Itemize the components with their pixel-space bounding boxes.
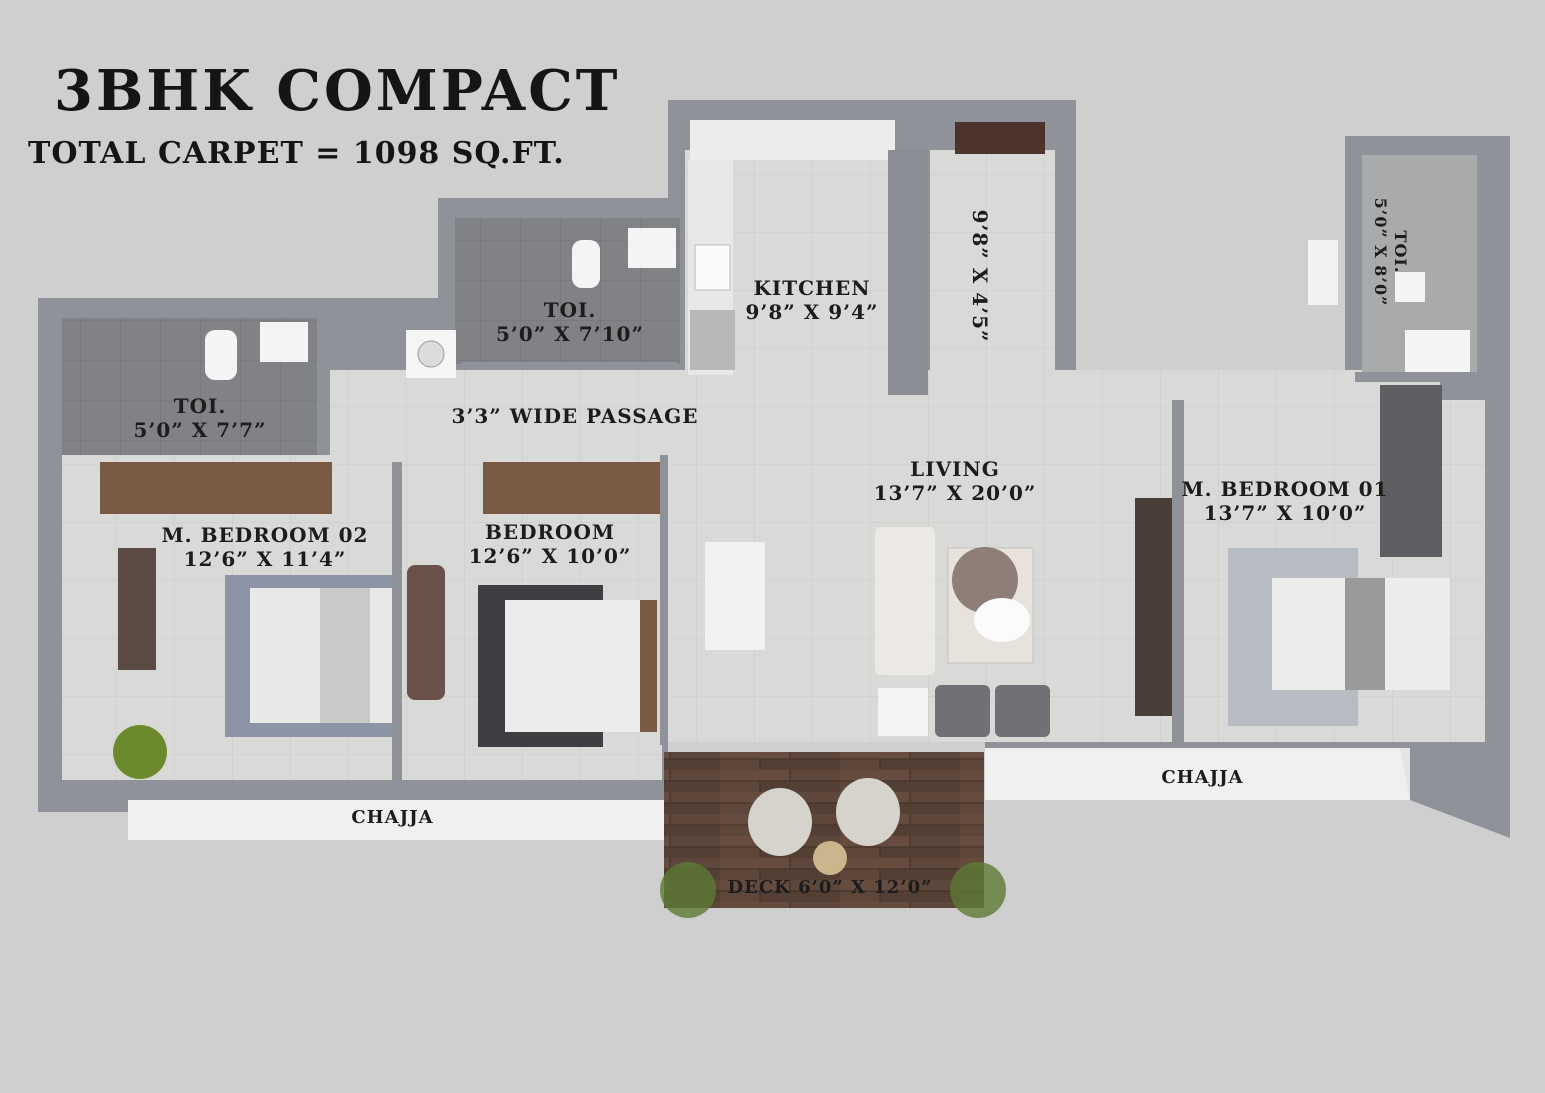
bed-mbr01-blanket (1345, 578, 1385, 690)
label-utility-size: 9’8” X 4’5” (968, 209, 992, 343)
label-passage: 3’3” WIDE PASSAGE (451, 404, 699, 428)
armchair-left (935, 685, 990, 737)
washing-machine-drum (417, 340, 445, 368)
bed-bedroom (505, 600, 657, 732)
label-living-name: LIVING (910, 457, 1000, 481)
wc-mbr02-toilet (205, 330, 237, 380)
label-toilet-kitchen-name: TOI. (543, 298, 597, 322)
side-table (974, 598, 1030, 642)
carpet-area-subtitle: TOTAL CARPET = 1098 SQ.FT. (28, 136, 565, 171)
deck-chair-left (748, 788, 812, 856)
label-toilet-mbr01-name: TOI. (1391, 230, 1410, 274)
label-toilet-mbr02-size: 5’0” X 7’7” (133, 418, 267, 442)
label-chajja-right: CHAJJA (1161, 767, 1244, 788)
label-kitchen: KITCHEN 9’8” X 9’4” (712, 276, 912, 324)
label-toilet-mbr01-size: 5’0” X 8’0” (1371, 197, 1390, 307)
label-mbr01: M. BEDROOM 01 13’7” X 10’0” (1180, 477, 1390, 525)
bed-mbr02-blanket (320, 588, 370, 723)
utility-floor (930, 150, 1055, 375)
label-deck: DECK 6’0” X 12’0” (727, 877, 933, 898)
passage-floor (330, 370, 670, 465)
label-mbr02-name: M. BEDROOM 02 (161, 523, 369, 547)
deck-chair-right (836, 778, 900, 846)
label-toilet-kitchen-size: 5’0” X 7’10” (496, 322, 644, 346)
plant-deck-left (660, 862, 716, 918)
fridge (690, 310, 735, 370)
chajja-right-slab (985, 748, 1410, 800)
wall-passage-top (318, 315, 438, 327)
plant-deck-right (950, 862, 1006, 918)
label-toilet-mbr02: TOI. 5’0” X 7’7” (100, 394, 300, 442)
basin-mbr01-toilet (1405, 330, 1470, 375)
deck-floor (664, 752, 984, 908)
plan-title: 3BHK COMPACT (54, 58, 621, 124)
armchair-right (995, 685, 1050, 737)
wall-living-bedroom (660, 455, 668, 745)
wardrobe-mbr02 (100, 462, 332, 514)
tv-unit-mbr02 (118, 548, 156, 670)
label-bedroom-name: BEDROOM (484, 520, 616, 544)
console-table (878, 688, 928, 736)
wardrobe-mbr01 (1380, 385, 1442, 557)
wall-toilet-mbr01-bottom (1355, 372, 1490, 382)
wardrobe-bedroom (483, 462, 660, 514)
label-mbr02: M. BEDROOM 02 12’6” X 11’4” (150, 523, 380, 571)
wall-mbr01-left (1172, 400, 1184, 742)
basin-kitchen-toilet (628, 228, 676, 268)
label-toilet-kitchen: TOI. 5’0” X 7’10” (470, 298, 670, 346)
bed-bedroom-headboard (640, 600, 657, 732)
label-bedroom: BEDROOM 12’6” X 10’0” (450, 520, 650, 568)
kitchen-door (955, 122, 1045, 154)
wall-toilet-kitchen-bottom (462, 362, 677, 370)
label-kitchen-size: 9’8” X 9’4” (745, 300, 879, 324)
label-living: LIVING 13’7” X 20’0” (855, 457, 1055, 505)
wc-mbr01-toilet (1395, 272, 1425, 302)
label-chajja-left: CHAJJA (351, 807, 434, 828)
label-toilet-mbr01: TOI. 5’0” X 8’0” (1370, 192, 1410, 312)
label-living-size: 13’7” X 20’0” (873, 481, 1037, 505)
basin-mbr02-toilet (260, 322, 308, 362)
kitchen-partition (888, 150, 928, 395)
label-mbr01-name: M. BEDROOM 01 (1181, 477, 1389, 501)
sofa (875, 527, 935, 675)
plant-mbr02 (113, 725, 167, 779)
label-mbr01-size: 13’7” X 10’0” (1203, 501, 1367, 525)
label-bedroom-size: 12’6” X 10’0” (468, 544, 632, 568)
window-block (1308, 240, 1338, 305)
study-desk-bedroom (407, 565, 445, 700)
wall-bedroom-divider (392, 462, 402, 780)
tv-unit-living (1135, 498, 1173, 716)
label-mbr02-size: 12’6” X 11’4” (183, 547, 347, 571)
label-kitchen-name: KITCHEN (753, 276, 871, 300)
kitchen-counter-top (690, 120, 895, 160)
label-toilet-mbr02-name: TOI. (173, 394, 227, 418)
kitchen-sink (694, 244, 731, 291)
coffee-table (952, 547, 1018, 613)
deck-table (813, 841, 847, 875)
wc-kitchen-toilet (572, 240, 600, 288)
dining-table (705, 542, 765, 650)
